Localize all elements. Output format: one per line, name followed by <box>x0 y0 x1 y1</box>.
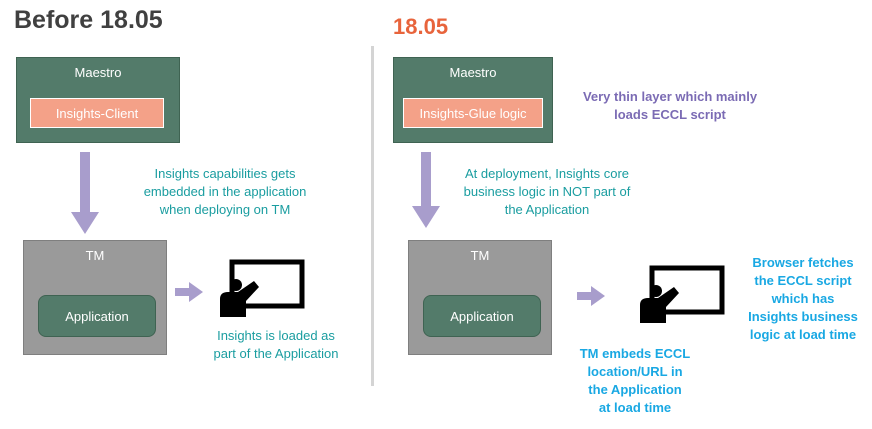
loaded-note-left: Insights is loaded as part of the Applic… <box>200 327 352 363</box>
insights-client-box: Insights-Client <box>30 98 164 128</box>
embed-note-line: embedded in the application <box>143 184 307 199</box>
thin-layer-note: Very thin layer which mainly loads ECCL … <box>562 88 778 124</box>
deploy-note: At deployment, Insights core business lo… <box>445 165 649 219</box>
browser-note-line: logic at load time <box>749 327 857 342</box>
tm-embeds-line: TM embeds ECCL <box>579 346 691 361</box>
maestro-label-left: Maestro <box>74 65 122 80</box>
deploy-note-line: At deployment, Insights core <box>464 166 630 181</box>
deploy-note-line: the Application <box>504 202 590 217</box>
deploy-note-line: business logic in NOT part of <box>463 184 631 199</box>
loaded-note-line: part of the Application <box>213 346 339 361</box>
browser-note-line: which has <box>771 291 835 306</box>
insights-glue-box: Insights-Glue logic <box>403 98 543 128</box>
tm-box-right: TM Application <box>408 240 552 355</box>
tm-box-left: TM Application <box>23 240 167 355</box>
maestro-box-right: Maestro Insights-Glue logic <box>393 57 553 143</box>
thin-layer-line: loads ECCL script <box>614 107 726 122</box>
thin-layer-line: Very thin layer which mainly <box>582 89 758 104</box>
insights-client-label: Insights-Client <box>55 105 139 121</box>
application-box-right: Application <box>423 295 541 337</box>
tm-label-right: TM <box>470 248 490 263</box>
arrow-right-icon <box>577 286 605 306</box>
presentation-icon <box>220 259 305 317</box>
application-label-right: Application <box>450 308 514 324</box>
insights-glue-label: Insights-Glue logic <box>419 105 527 121</box>
presentation-icon <box>640 265 725 323</box>
browser-note: Browser fetches the ECCL script which ha… <box>740 254 866 344</box>
application-box-left: Application <box>38 295 156 337</box>
browser-note-line: the ECCL script <box>754 273 852 288</box>
tm-embeds-note: TM embeds ECCL location/URL in the Appli… <box>560 345 710 417</box>
arrow-down-icon <box>71 152 99 234</box>
new-version-title: 18.05 <box>393 14 449 39</box>
tm-embeds-line: the Application <box>588 382 682 397</box>
tm-embeds-line: location/URL in <box>587 364 683 379</box>
loaded-note-line: Insights is loaded as <box>217 328 335 343</box>
maestro-box-left: Maestro Insights-Client <box>16 57 180 143</box>
tm-label-left: TM <box>85 248 105 263</box>
before-title: Before 18.05 <box>14 6 163 34</box>
browser-note-line: Browser fetches <box>752 255 854 270</box>
section-divider <box>371 46 374 386</box>
arrow-down-icon <box>412 152 440 228</box>
tm-embeds-line: at load time <box>598 400 672 415</box>
browser-note-line: Insights business <box>748 309 858 324</box>
application-label-left: Application <box>65 308 129 324</box>
embed-note-line: Insights capabilities gets <box>154 166 296 181</box>
embed-note-left: Insights capabilities gets embedded in t… <box>118 165 332 219</box>
arrow-right-icon <box>175 282 203 302</box>
embed-note-line: when deploying on TM <box>159 202 291 217</box>
maestro-label-right: Maestro <box>449 65 497 80</box>
